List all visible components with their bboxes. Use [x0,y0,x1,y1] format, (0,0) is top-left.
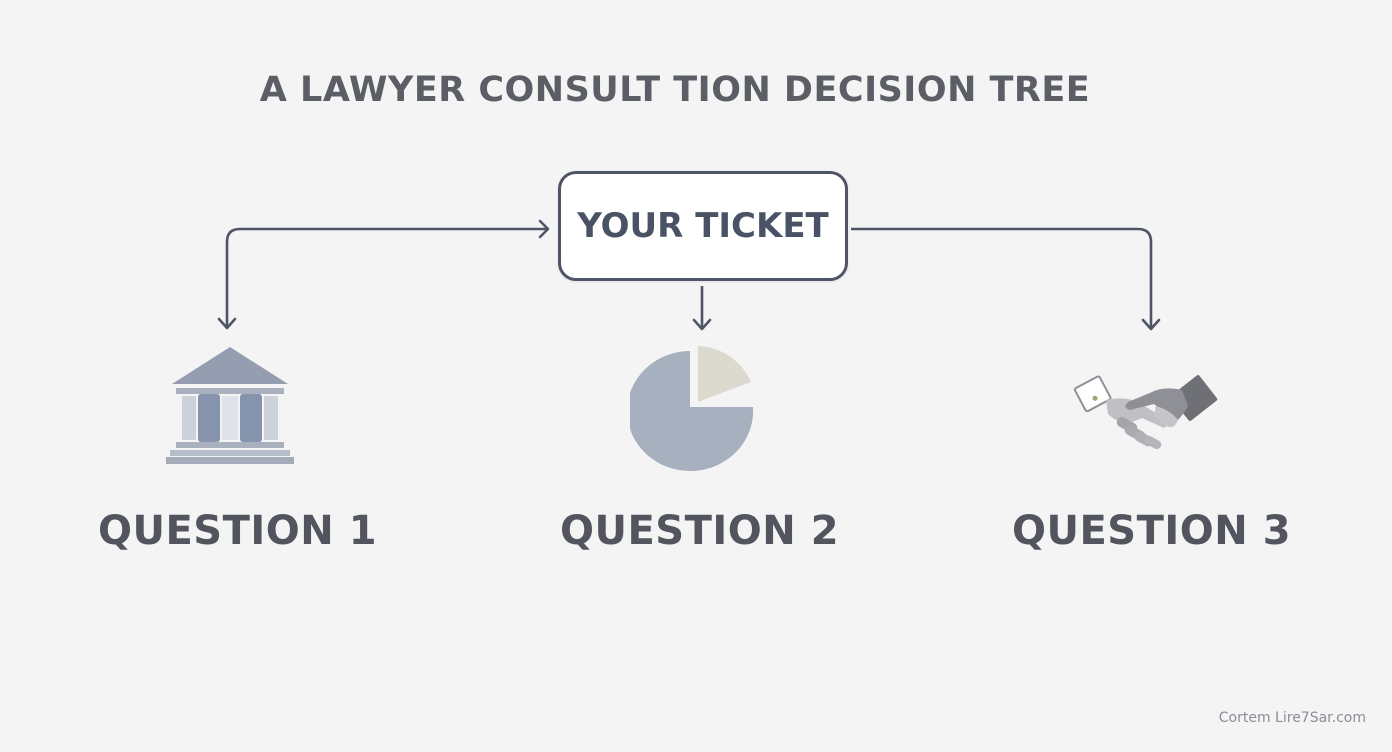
root-node-label: YOUR TICKET [577,206,829,246]
arrow-to-question-1 [217,317,237,330]
arrow-to-question-3 [1141,318,1161,331]
arrow-to-root [538,219,550,239]
connector-left [225,227,547,326]
connector-right [851,227,1153,328]
courthouse-icon [162,344,298,472]
handshake-icon [1072,370,1222,464]
pie-chart-icon [627,342,760,476]
watermark: Cortem Lire7Sar.com [1218,710,1366,726]
question-2-label: QUESTION 2 [560,508,840,554]
root-node: YOUR TICKET [558,171,848,281]
diagram-title: A LAWYER CONSULT TION DECISION TREE [259,70,1091,110]
question-1-label: QUESTION 1 [98,508,378,554]
arrow-to-question-2 [692,318,712,331]
question-3-label: QUESTION 3 [1012,508,1292,554]
